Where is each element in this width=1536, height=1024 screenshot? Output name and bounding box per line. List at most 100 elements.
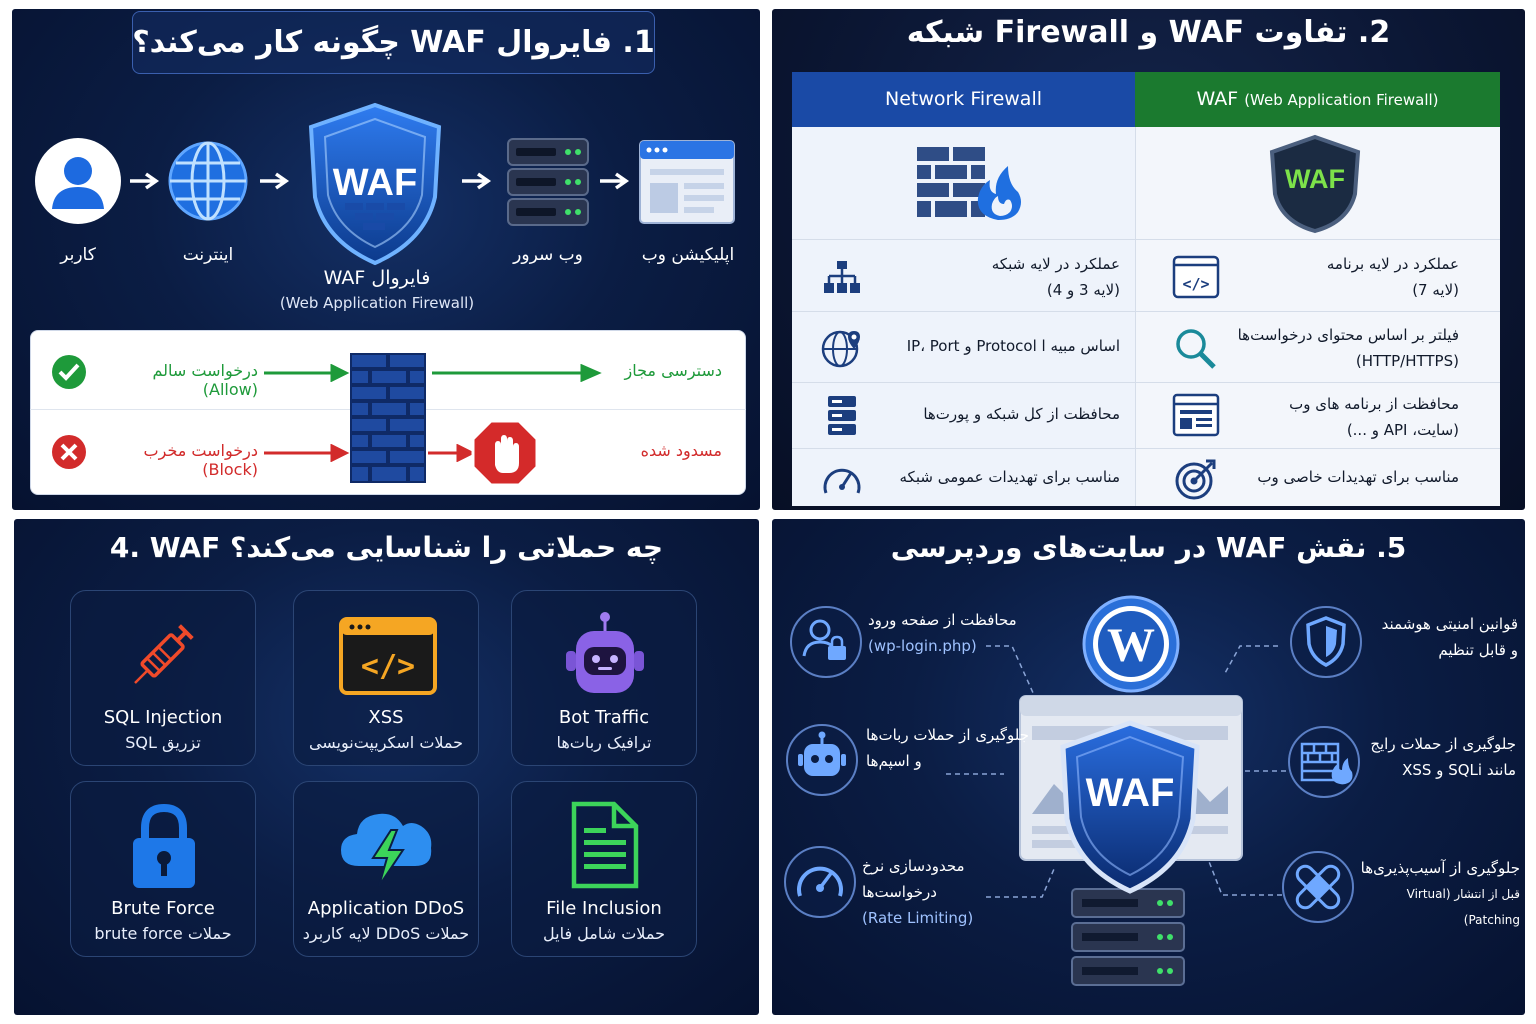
x-icon (52, 435, 86, 469)
waf-shield-icon (1269, 134, 1361, 234)
user-lock-icon (802, 619, 846, 660)
feature-common-line2: مانند SQLi و XSS (1402, 761, 1516, 779)
network-row2-line1: IP، Port و Protocol اساس مبیه ا (906, 337, 1120, 355)
card-subtitle: حملات اسکریپت‌نویسی (308, 733, 464, 752)
column-divider (1135, 127, 1136, 506)
row-divider (792, 239, 1500, 240)
waf-row2-line1: فیلتر بر اساس محتوای درخواست‌ها (1237, 326, 1459, 344)
feature-rate-line2: (Rate Limiting) (862, 909, 974, 927)
feature-circle (1288, 726, 1360, 798)
feature-circle (786, 724, 858, 796)
svg-text:W: W (1107, 619, 1155, 672)
waf-row1-line2: (لایه 7) (1412, 281, 1459, 299)
card-title: Bot Traffic (558, 707, 650, 728)
arrow-icon (260, 172, 290, 190)
robot-icon (798, 731, 846, 776)
code-window-icon: </> (1172, 255, 1220, 299)
panel-title: 1. فایروال WAF چگونه کار می‌کند؟ (132, 25, 655, 60)
card-bot-traffic: Bot Traffic ترافیک ربات‌ها (511, 590, 697, 766)
panel-wordpress-role: 5. نقش WAF در سایت‌های وردپرسی (772, 519, 1525, 1015)
feature-circle (1290, 606, 1362, 678)
panel-waf-vs-firewall: 2. تفاوت WAF و Firewall شبکه Network Fir… (772, 9, 1525, 510)
allow-request-label: درخواست سالم (Allow) (152, 361, 258, 399)
server-icon (507, 138, 589, 226)
label-user: کاربر (60, 245, 96, 265)
robot-icon (566, 612, 644, 693)
panel-title: 4. WAF چه حملاتی را شناسایی می‌کند؟ (109, 531, 664, 564)
feature-bots-line1: جلوگیری از حملات ربات‌ها (866, 726, 1029, 744)
feature-login-line1: محافظت از صفحه ورود (868, 611, 1017, 629)
card-subtitle: حملات شامل فایل (543, 924, 665, 943)
bandage-icon (1295, 864, 1341, 910)
web-page-icon (1172, 393, 1220, 437)
card-title: File Inclusion (546, 898, 662, 919)
feature-patching-line1: جلوگیری از آسیب‌پذیری‌ها (1360, 859, 1520, 877)
card-title: Application DDoS (307, 898, 465, 919)
card-title: Brute Force (111, 898, 215, 919)
firewall-wall-icon (350, 353, 426, 483)
waf-row3-line2: (سایت، API و ...) (1346, 421, 1459, 439)
stop-hand-icon (471, 419, 539, 487)
svg-text:</>: </> (1182, 275, 1209, 293)
network-row3-line1: محافظت از کل شبکه و پورت‌ها (923, 405, 1120, 423)
row-divider (792, 448, 1500, 449)
connector-lines (946, 645, 1286, 898)
waf-row1-line1: عملکرد در لایه برنامه (1326, 255, 1459, 273)
block-arrow-icon (264, 444, 350, 462)
feature-rules-line1: قوانین امنیتی هوشمند (1381, 615, 1518, 633)
cloud-bolt-icon (341, 813, 432, 887)
web-app-icon (639, 140, 735, 224)
magnifier-icon (1176, 329, 1216, 369)
allow-arrow-icon (264, 364, 350, 382)
shield-icon (1306, 616, 1346, 667)
network-tree-icon (824, 261, 860, 293)
network-row1-line2: (لایه 3 و 4) (1046, 281, 1120, 299)
feature-login-line2: (wp-login.php) (868, 637, 977, 655)
card-brute-force: Brute Force حملات brute force (70, 781, 256, 957)
feature-circle (784, 846, 856, 918)
block-request-label: درخواست مخرب (Block) (143, 441, 258, 479)
title-frame (132, 11, 655, 74)
gauge-icon (797, 866, 843, 897)
card-subtitle: تزریق SQL (125, 733, 201, 752)
waf-shield-label: WAF (1285, 164, 1345, 194)
label-web-app: اپلیکیشن وب (641, 245, 735, 265)
card-subtitle: ترافیک ربات‌ها (556, 733, 652, 752)
label-internet: اینترنت (182, 245, 234, 265)
gauge-icon (823, 468, 861, 494)
row-divider (792, 382, 1500, 383)
panel-title: 2. تفاوت WAF و Firewall شبکه (906, 15, 1391, 50)
row-divider (792, 311, 1500, 312)
card-title: SQL Injection (103, 707, 223, 728)
card-xss: </> XSS حملات اسکریپت‌نویسی (293, 590, 479, 766)
block-result-label: مسدود شده (640, 441, 722, 460)
network-row1-line1: عملکرد در لایه شبکه (991, 255, 1120, 273)
header-waf-sub: (Web Application Firewall) (1244, 91, 1439, 109)
card-title: XSS (368, 707, 404, 728)
allow-pass-arrow-icon (432, 364, 602, 382)
header-network: Network Firewall (792, 72, 1135, 127)
waf-shield-icon (308, 102, 442, 266)
waf-badge: WAF (332, 162, 418, 204)
feature-circle (1282, 851, 1354, 923)
label-waf: فایروال WAF (323, 267, 431, 289)
wordpress-logo-icon: W (1082, 595, 1180, 693)
feature-rate-line1: محدودسازی نرخ درخواست‌ها (862, 857, 965, 901)
server-stack-icon (1071, 888, 1185, 986)
server-stack-icon (828, 396, 856, 435)
header-waf-main: WAF (1196, 88, 1239, 110)
card-sql-injection: SQL Injection تزریق SQL (70, 590, 256, 766)
arrow-icon (130, 172, 160, 190)
svg-text:</>: </> (361, 649, 415, 684)
syringe-icon (134, 624, 194, 684)
label-server: وب سرور (513, 245, 583, 265)
user-icon (35, 138, 121, 224)
globe-icon (168, 141, 248, 221)
feature-common-line1: جلوگیری از حملات رایج (1370, 735, 1516, 753)
allow-result-label: دسترسی مجاز (624, 361, 722, 380)
card-subtitle: حملات DDoS لایه کاربرد (302, 924, 470, 943)
check-icon (52, 355, 86, 389)
waf-badge: WAF (1085, 771, 1175, 815)
document-icon (571, 801, 639, 889)
panel-attacks-detected: 4. WAF چه حملاتی را شناسایی می‌کند؟ SQL … (14, 519, 759, 1015)
